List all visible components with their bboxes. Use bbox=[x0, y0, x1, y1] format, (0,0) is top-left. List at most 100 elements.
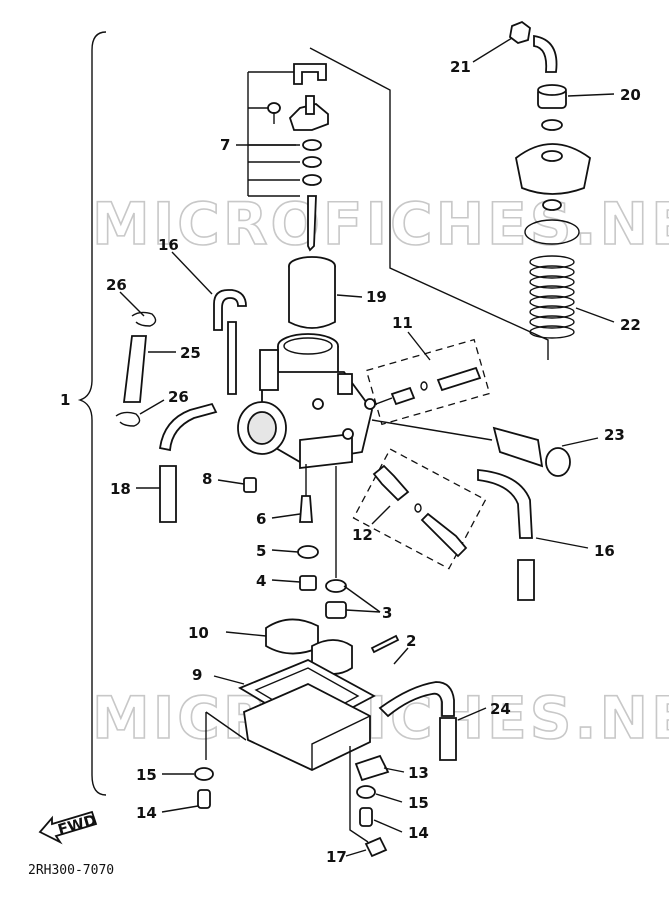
label-3: 3 bbox=[382, 604, 392, 622]
part-18-hose-curve bbox=[158, 402, 218, 452]
label-22: 22 bbox=[620, 316, 641, 334]
part-float-bowl bbox=[243, 683, 371, 771]
part-screw-head bbox=[267, 102, 281, 114]
leader-19 bbox=[336, 294, 363, 298]
part-26-clip-lower bbox=[115, 411, 141, 427]
leader-23 bbox=[561, 437, 599, 447]
part-18-hose bbox=[159, 465, 177, 523]
label-15a: 15 bbox=[136, 766, 157, 784]
washer-7b bbox=[302, 156, 322, 168]
part-12-screw bbox=[420, 512, 468, 558]
washer-upper bbox=[541, 119, 563, 131]
part-15-washer-right bbox=[356, 785, 376, 799]
label-16a: 16 bbox=[158, 236, 179, 254]
leader-3a bbox=[343, 585, 381, 613]
part-5-washer bbox=[297, 545, 319, 559]
washer-7c bbox=[302, 174, 322, 186]
label-8: 8 bbox=[202, 470, 212, 488]
label-16b: 16 bbox=[594, 542, 615, 560]
part-4-jet bbox=[299, 575, 317, 591]
part-elbow-fitting bbox=[533, 34, 558, 73]
label-24: 24 bbox=[490, 700, 511, 718]
leader-4 bbox=[271, 579, 301, 583]
part-16-hose-stub bbox=[517, 559, 535, 601]
chamber-top-boss bbox=[541, 150, 563, 162]
leader-3b bbox=[345, 609, 381, 613]
leader-10 bbox=[225, 631, 267, 637]
group-7-bracket bbox=[247, 71, 300, 197]
part-8-plug bbox=[243, 477, 257, 493]
label-14b: 14 bbox=[408, 824, 429, 842]
label-23: 23 bbox=[604, 426, 625, 444]
label-19: 19 bbox=[366, 288, 387, 306]
mixing-chamber-top bbox=[515, 143, 591, 195]
part-cable-bracket bbox=[293, 63, 327, 85]
label-15b: 15 bbox=[408, 794, 429, 812]
part-24-hose-stub bbox=[439, 717, 457, 761]
part-11-spring bbox=[390, 386, 416, 406]
part-16-hose-right bbox=[477, 469, 533, 539]
label-2: 2 bbox=[406, 632, 416, 650]
part-21-nut bbox=[509, 20, 531, 44]
leader-2 bbox=[393, 647, 409, 665]
part-12-washer bbox=[414, 503, 422, 513]
leader-21 bbox=[472, 37, 513, 63]
label-13: 13 bbox=[408, 764, 429, 782]
part-23-cap bbox=[545, 447, 571, 477]
leader-14a bbox=[161, 805, 199, 813]
label-26a: 26 bbox=[106, 276, 127, 294]
leader-12 bbox=[371, 505, 391, 525]
leader-11-body bbox=[375, 397, 393, 405]
part-26-clip-upper bbox=[131, 311, 157, 327]
label-11: 11 bbox=[392, 314, 413, 332]
part-14-screw-right bbox=[359, 807, 373, 827]
label-10: 10 bbox=[188, 624, 209, 642]
part-16-hose-vertical bbox=[227, 321, 237, 395]
part-6-jet bbox=[299, 495, 313, 523]
leader-16b bbox=[535, 537, 589, 549]
label-6: 6 bbox=[256, 510, 266, 528]
label-26b: 26 bbox=[168, 388, 189, 406]
label-14a: 14 bbox=[136, 804, 157, 822]
washer-7a bbox=[302, 139, 322, 151]
leader-6 bbox=[271, 513, 301, 519]
part-24-hose bbox=[378, 681, 455, 718]
carburetor-body bbox=[237, 333, 376, 470]
leader-11 bbox=[407, 331, 431, 361]
leader-23-body bbox=[371, 419, 493, 441]
part-17-screw bbox=[364, 836, 388, 858]
label-17: 17 bbox=[326, 848, 347, 866]
part-11-washer bbox=[420, 381, 428, 391]
label-4: 4 bbox=[256, 572, 266, 590]
group-12-box bbox=[352, 448, 487, 570]
o-ring bbox=[524, 219, 580, 245]
fwd-arrow-icon: FWD bbox=[38, 811, 98, 845]
part-13-bracket bbox=[354, 754, 390, 782]
assembly-brace bbox=[77, 31, 107, 796]
part-22-spring bbox=[529, 255, 575, 339]
leader-9 bbox=[213, 675, 245, 685]
part-14-screw-left bbox=[197, 789, 211, 809]
label-20: 20 bbox=[620, 86, 641, 104]
leader-24 bbox=[457, 707, 487, 721]
label-21: 21 bbox=[450, 58, 471, 76]
label-12: 12 bbox=[352, 526, 373, 544]
label-5: 5 bbox=[256, 542, 266, 560]
leader-26a bbox=[119, 291, 145, 317]
bowl-outline-left bbox=[205, 711, 247, 760]
group-outline-leader bbox=[309, 47, 549, 360]
part-3-nut bbox=[325, 601, 347, 619]
part-10-float-left bbox=[265, 618, 319, 655]
leader-26b bbox=[139, 399, 165, 415]
washer-lower bbox=[542, 199, 562, 211]
leader-14b bbox=[373, 819, 403, 833]
part-19-throttle-valve bbox=[288, 266, 336, 329]
leader-5 bbox=[271, 549, 299, 553]
leader-22 bbox=[575, 307, 615, 323]
leader-13 bbox=[383, 767, 405, 773]
leader-15b bbox=[375, 793, 403, 803]
part-12-spring bbox=[372, 464, 410, 502]
leader-20 bbox=[567, 93, 615, 97]
